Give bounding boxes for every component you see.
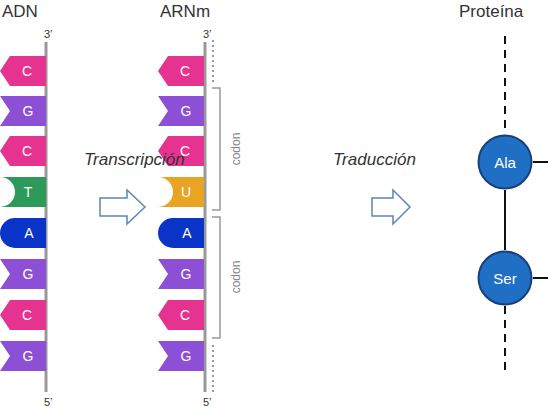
nucleotide-base: C [0, 56, 46, 86]
amino-acid-name: Ala [494, 154, 516, 171]
heading-label: Proteína [459, 2, 523, 22]
nucleotide-base: C [158, 300, 204, 330]
nucleotide-base: G [0, 341, 46, 371]
heading-label: 5’ [203, 396, 212, 408]
base-letter: A [24, 225, 33, 241]
nucleotide-base: A [0, 218, 46, 248]
heading-label: 3’ [44, 28, 53, 40]
base-letter: T [24, 184, 33, 200]
peptide-bond [504, 190, 506, 250]
rna-backbone [204, 42, 207, 392]
nucleotide-base: C [158, 56, 204, 86]
nucleotide-base: G [0, 259, 46, 289]
process-arrow [100, 190, 145, 224]
codon-label: codon [229, 261, 243, 294]
heading-label: 3’ [203, 28, 212, 40]
base-letter: G [181, 348, 192, 364]
amino-acid-circle: Ala [477, 134, 533, 190]
process-label: Transcripción [84, 150, 185, 170]
chain-dashed [504, 36, 506, 134]
amino-acid-circle: Ser [477, 250, 533, 306]
nucleotide-base: G [0, 96, 46, 126]
nucleotide-base: G [158, 259, 204, 289]
base-letter: U [181, 184, 191, 200]
nucleotide-base: U [158, 177, 204, 207]
process-arrow [372, 190, 410, 224]
nucleotide-base: G [158, 96, 204, 126]
amino-acid-name: Ser [493, 270, 516, 287]
heading-label: 5’ [44, 396, 53, 408]
base-letter: G [181, 266, 192, 282]
heading-label: ADN [2, 2, 38, 22]
nucleotide-base: C [0, 300, 46, 330]
base-letter: C [180, 307, 190, 323]
node-outline [158, 218, 204, 248]
side-chain [533, 161, 548, 163]
base-letter: C [22, 143, 32, 159]
base-letter: A [182, 225, 191, 241]
base-letter: C [180, 63, 190, 79]
nucleotide-base: G [158, 341, 204, 371]
side-chain [533, 277, 548, 279]
dna-backbone [45, 42, 48, 392]
codon-bracket [212, 88, 220, 210]
base-letter: C [22, 307, 32, 323]
codon-label: codon [229, 133, 243, 166]
base-letter: G [181, 103, 192, 119]
base-letter: C [22, 63, 32, 79]
nucleotide-base: C [0, 136, 46, 166]
chain-dashed [504, 306, 506, 372]
codon-bracket [212, 217, 220, 338]
nucleotide-base: T [0, 177, 46, 207]
dotted-line [212, 345, 214, 392]
base-letter: G [23, 266, 34, 282]
heading-label: ARNm [160, 2, 210, 22]
dotted-line [212, 40, 214, 82]
node-outline [0, 218, 46, 248]
base-letter: G [23, 103, 34, 119]
process-label: Traducción [333, 150, 416, 170]
node-outline [0, 177, 46, 207]
nucleotide-base: A [158, 218, 204, 248]
base-letter: G [23, 348, 34, 364]
